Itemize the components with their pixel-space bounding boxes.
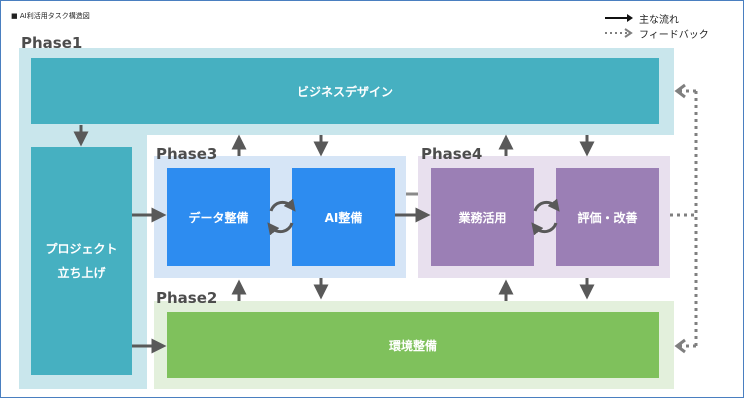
phase3-label: Phase3 xyxy=(156,145,218,163)
evaluation-label: 評価・改善 xyxy=(577,210,638,225)
legend-main-flow-label: 主な流れ xyxy=(639,15,679,26)
cycle-icon-phase3 xyxy=(267,198,296,236)
business-use-box: 業務活用 xyxy=(431,168,534,266)
ai-prep-box: AI整備 xyxy=(292,168,395,266)
data-prep-label: データ整備 xyxy=(188,210,249,225)
flow-arrows xyxy=(73,125,595,354)
business-use-label: 業務活用 xyxy=(458,210,507,225)
evaluation-box: 評価・改善 xyxy=(556,168,659,266)
environment-box: 環境整備 xyxy=(167,312,659,378)
environment-label: 環境整備 xyxy=(388,338,437,353)
cycle-icon-phase4 xyxy=(531,198,560,236)
project-launch-label-line2: 立ち上げ xyxy=(57,266,106,280)
ai-prep-label: AI整備 xyxy=(324,210,363,225)
phase1-label: Phase1 xyxy=(21,34,83,52)
feedback-loop xyxy=(670,83,698,354)
business-design-box: ビジネスデザイン xyxy=(31,58,659,124)
phase2-label: Phase2 xyxy=(156,289,218,307)
data-prep-box: データ整備 xyxy=(167,168,270,266)
project-launch-box: プロジェクト 立ち上げ xyxy=(31,147,132,375)
diagram-title: ■ AI利活用タスク構造図 xyxy=(11,12,90,20)
business-design-label: ビジネスデザイン xyxy=(296,84,393,99)
phase4-label: Phase4 xyxy=(421,145,483,163)
legend-lines xyxy=(605,14,633,38)
project-launch-label-line1: プロジェクト xyxy=(45,242,118,256)
legend: 主な流れ フィードバック xyxy=(601,11,741,41)
legend-feedback-label: フィードバック xyxy=(639,30,709,41)
